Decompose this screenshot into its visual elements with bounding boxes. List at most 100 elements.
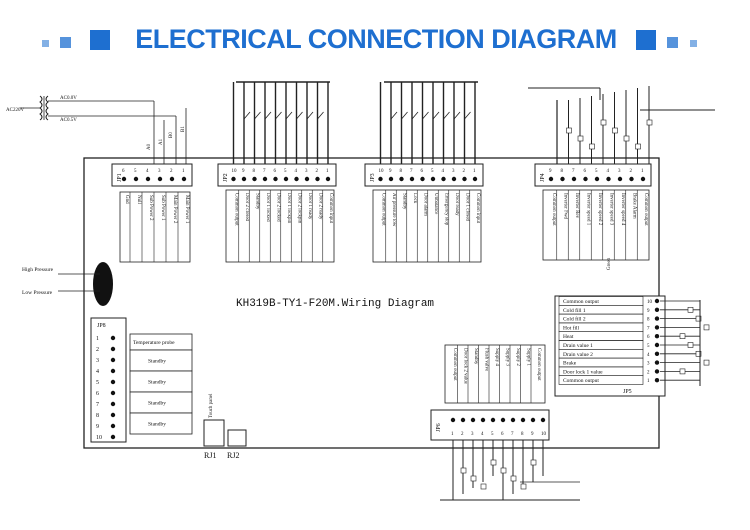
jp5-label: Drain value 2 [563, 352, 593, 358]
right-square-small-1 [667, 37, 678, 48]
jp4-label: Brake Alarm [632, 193, 637, 219]
jp2-pin-dot [262, 176, 268, 182]
pressure-sensor: High Pressure Low Pressure [22, 262, 113, 306]
jp2-label: Door 2 lockpin [297, 193, 302, 224]
jp5-pin-dot [654, 378, 660, 383]
jp5-relay-contact [687, 342, 694, 348]
jp4-header [534, 163, 652, 187]
jp3-pin-number: 6 [421, 169, 424, 174]
jp3-pin-number: 4 [442, 169, 445, 174]
jp6-label: Supply 1 [526, 348, 531, 366]
jp6-pin-number: 8 [521, 432, 524, 437]
jp1-label: Sub Power 1 [160, 195, 165, 221]
jp8-pin-number: 1 [96, 336, 99, 342]
jp4-label: Inverter Fwd [563, 193, 568, 219]
jp1-name: JP1 [117, 173, 123, 182]
jp5-relay-contact [679, 368, 686, 375]
jp5-relay-contact [695, 350, 702, 357]
jp8-pin-number: 10 [96, 435, 102, 441]
jp5-pin-number: 4 [647, 353, 650, 358]
jp2-label: Door 2 locked [276, 193, 281, 222]
jp2-pin-number: 2 [316, 169, 319, 174]
jp2-pin-number: 9 [242, 169, 245, 174]
jp4-relay-contact [577, 135, 584, 142]
jp5-pin-dot [654, 316, 660, 321]
left-square-large [90, 30, 110, 50]
jp1-label: Sub Power 2 [148, 195, 153, 221]
high-pressure-label: High Pressure [22, 267, 54, 273]
jp3-label: Door alarm [423, 193, 428, 216]
wire-label-a1: A1 [159, 138, 164, 145]
jp5-relay-contact [703, 359, 710, 366]
jp1-pin-dot [169, 176, 175, 182]
jp6-pin-dot [510, 417, 516, 423]
jp2-pin-dot [283, 176, 289, 182]
jp4-pin-dot [583, 176, 588, 182]
jp1-pin-dot [145, 176, 151, 182]
jp5-pin-number: 8 [647, 318, 650, 323]
jp1-label-box [119, 191, 191, 263]
jp2-name: JP2 [223, 173, 229, 182]
jp1-pin-number: 3 [158, 169, 161, 174]
jp6-label: Supply 2 [515, 348, 520, 366]
jp4-pin-dot [640, 176, 646, 182]
jp4-relay-contact [600, 119, 607, 126]
jp2-pin-dot [231, 176, 236, 182]
jp2-pin-number: 7 [263, 169, 266, 174]
power-line-label-1: AC0.0V [60, 96, 77, 101]
jp5-label: Common output [563, 299, 599, 305]
jp8-pin-dot [110, 434, 116, 440]
jp8-pin-number: 8 [96, 413, 99, 419]
jp4-pin-number: 7 [572, 169, 575, 174]
jp3-pin-dot [441, 176, 446, 182]
jp6-pin-dot [460, 417, 466, 423]
low-pressure-label: Low Pressure [22, 290, 53, 296]
rj2-label: RJ2 [227, 451, 239, 460]
transformer-coil-icon [39, 95, 43, 121]
jp6-relay-contact [520, 483, 527, 490]
jp5-pin-number: 9 [647, 309, 650, 314]
jp5-name: JP5 [623, 389, 632, 395]
jp1-pin-dot [121, 176, 127, 182]
jp3-pin-number: 9 [389, 169, 392, 174]
jp6-label: Door lock 2 value [463, 348, 468, 385]
page-title: ELECTRICAL CONNECTION DIAGRAM [135, 24, 617, 54]
ac-supply-label: AC220V [6, 108, 24, 113]
jp8-pin-dot [110, 390, 116, 396]
jp4-pin-number: 1 [641, 169, 644, 174]
rj1-label: RJ1 [204, 451, 216, 460]
jp2-pin-number: 3 [305, 169, 308, 174]
jp5-pin-dot [654, 351, 660, 356]
jp5-relay-contact [679, 333, 686, 340]
jp3-switch [411, 111, 419, 120]
jp2-pin-dot [304, 176, 310, 182]
jp4-label: Inverter speed 4 [620, 193, 625, 226]
jp6-pin-number: 1 [451, 432, 454, 437]
jp4-pin-number: 3 [618, 169, 621, 174]
jp4-pin-dot [594, 176, 600, 182]
jp2-label: Door 1 lockpin [286, 193, 291, 224]
jp2-pin-number: 6 [274, 169, 277, 174]
jp8-pin-dot [110, 423, 116, 429]
jp8-header [90, 317, 127, 443]
jp5-pin-dot [654, 325, 660, 330]
jp3-pin-dot [420, 176, 425, 182]
jp3-switch [432, 111, 440, 120]
jp2-switch [254, 111, 261, 120]
jp8-name: JP8 [97, 323, 106, 329]
jp8-pin-dot [110, 346, 116, 352]
jp6-relay-contact [490, 459, 497, 466]
jp2-pin-dot [325, 176, 331, 182]
jp3-pin-dot [462, 176, 467, 182]
jp4-relay-contact [566, 127, 572, 134]
jp8-pin-dot [110, 412, 116, 418]
jp8-pin-dot [110, 368, 116, 374]
jp4-pin-dot [606, 176, 611, 182]
jp3-name: JP3 [370, 173, 376, 182]
jp4-pin-number: 5 [595, 169, 598, 174]
jp6-pin-number: 7 [511, 432, 514, 437]
jp6-relay-contact [480, 483, 487, 490]
jp3-label: Unbalance [433, 193, 438, 215]
jp5-pin-dot [654, 360, 660, 365]
